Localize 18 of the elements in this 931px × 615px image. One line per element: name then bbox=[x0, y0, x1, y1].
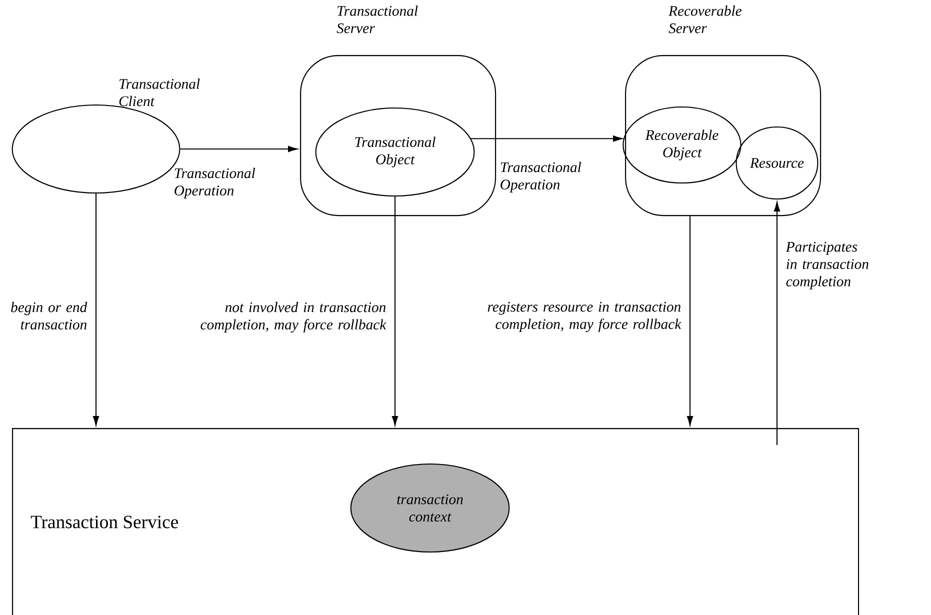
node-label: Transactional Server bbox=[336, 6, 418, 34]
node-label: Transactional Client bbox=[119, 78, 200, 106]
arrow bbox=[180, 146, 298, 152]
arrow bbox=[686, 216, 694, 426]
arrow bbox=[471, 136, 623, 142]
edge-label: registers resource in transaction completion, may force rollback bbox=[488, 302, 682, 332]
edge-label: Participates in transaction completion bbox=[786, 242, 868, 290]
ellipse-node: Transactional Object bbox=[315, 107, 475, 197]
ellipse-node: Recoverable Object bbox=[622, 106, 742, 184]
arrow bbox=[774, 202, 780, 445]
arrow bbox=[392, 196, 398, 426]
edge-label: Transactional Operation bbox=[500, 162, 582, 192]
ellipse-node: Resource bbox=[736, 126, 818, 200]
edge-label: begin or end transaction bbox=[11, 302, 88, 330]
edge-label: not involved in transaction completion, may force rollback bbox=[200, 302, 386, 333]
edge-label: Transactional Operation bbox=[174, 168, 256, 198]
node-label: Recoverable Server bbox=[668, 6, 742, 34]
arrow bbox=[92, 194, 100, 426]
